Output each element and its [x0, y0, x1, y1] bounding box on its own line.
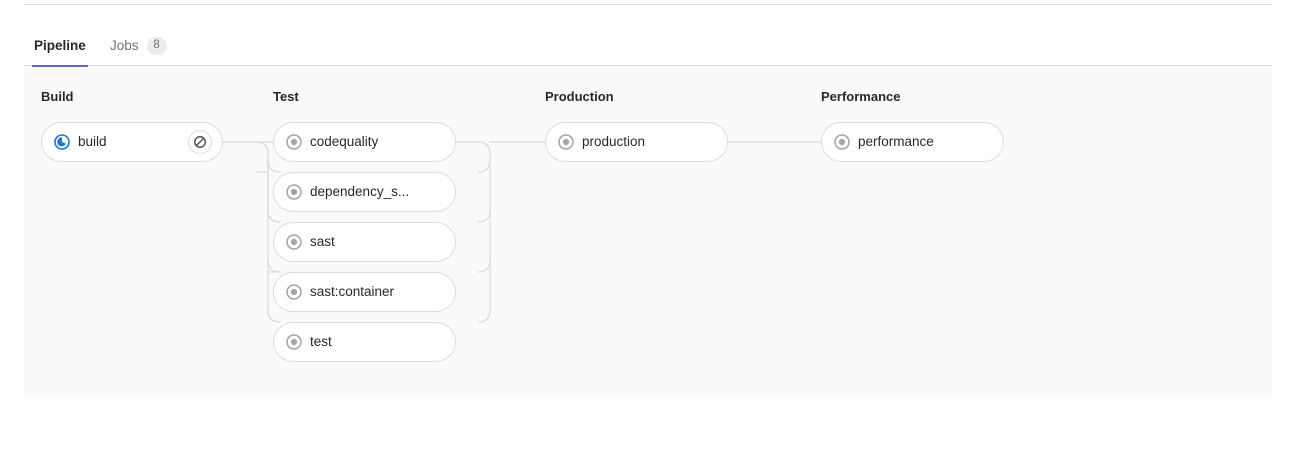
job-node-sast-label: sast — [310, 234, 335, 249]
status-created-icon — [834, 134, 850, 150]
stage-title-test: Test — [273, 89, 299, 104]
tab-jobs-label: Jobs — [110, 38, 139, 54]
connector-build-to-test2 — [267, 159, 281, 173]
status-created-icon — [286, 334, 302, 350]
job-node-dependency-scanning[interactable]: dependency_s... — [273, 172, 456, 212]
job-node-sast-container-content: sast:container — [286, 283, 445, 301]
job-node-dependency-scanning-label: dependency_s... — [310, 184, 410, 199]
connector-branch-3 — [267, 209, 281, 223]
status-created-icon — [286, 134, 302, 150]
connector-fanin-4 — [477, 259, 491, 273]
connector-branch-4 — [267, 259, 281, 273]
job-node-build-content: build — [54, 133, 182, 151]
job-node-sast[interactable]: sast — [273, 222, 456, 262]
connector-branch-2 — [267, 159, 281, 173]
job-node-performance[interactable]: performance — [821, 122, 1004, 162]
connector-branch-5 — [267, 309, 281, 323]
tab-jobs-count-badge: 8 — [146, 37, 167, 55]
tab-pipeline-label: Pipeline — [34, 38, 86, 54]
status-created-icon — [286, 234, 302, 250]
job-node-test[interactable]: test — [273, 322, 456, 362]
tab-active-indicator — [32, 65, 88, 67]
cancel-job-button[interactable] — [188, 130, 212, 154]
stage-title-production: Production — [545, 89, 614, 104]
connector-fanin-3 — [477, 209, 491, 223]
job-node-test-content: test — [286, 333, 445, 351]
status-created-icon — [286, 184, 302, 200]
job-node-codequality[interactable]: codequality — [273, 122, 456, 162]
pipeline-tabs: Pipeline Jobs 8 — [24, 26, 1272, 67]
job-node-production-content: production — [558, 133, 717, 151]
job-node-performance-content: performance — [834, 133, 993, 151]
status-created-icon — [286, 284, 302, 300]
job-node-production-label: production — [582, 134, 646, 149]
job-node-codequality-label: codequality — [310, 134, 379, 149]
stage-title-build: Build — [41, 89, 74, 104]
status-created-icon — [558, 134, 574, 150]
tab-pipeline[interactable]: Pipeline — [32, 26, 88, 67]
job-node-sast-container[interactable]: sast:container — [273, 272, 456, 312]
job-node-performance-label: performance — [858, 134, 934, 149]
status-running-icon — [54, 134, 70, 150]
job-node-build-label: build — [78, 134, 107, 149]
job-node-sast-container-label: sast:container — [310, 284, 395, 299]
job-node-codequality-content: codequality — [286, 133, 445, 151]
connector-fanin-2 — [477, 159, 491, 173]
job-node-sast-content: sast — [286, 233, 445, 251]
job-node-test-label: test — [310, 334, 332, 349]
job-node-dependency-scanning-content: dependency_s... — [286, 183, 445, 201]
pipeline-connectors — [221, 141, 822, 323]
top-divider — [24, 4, 1272, 5]
stage-title-performance: Performance — [821, 89, 901, 104]
connector-test-to-production-trunk — [455, 141, 491, 323]
job-node-production[interactable]: production — [545, 122, 728, 162]
pipeline-graph-panel: Build Test Production Performance build — [24, 67, 1272, 397]
cancel-icon — [194, 136, 206, 148]
tab-jobs[interactable]: Jobs 8 — [108, 26, 169, 66]
job-node-build[interactable]: build — [41, 122, 223, 162]
